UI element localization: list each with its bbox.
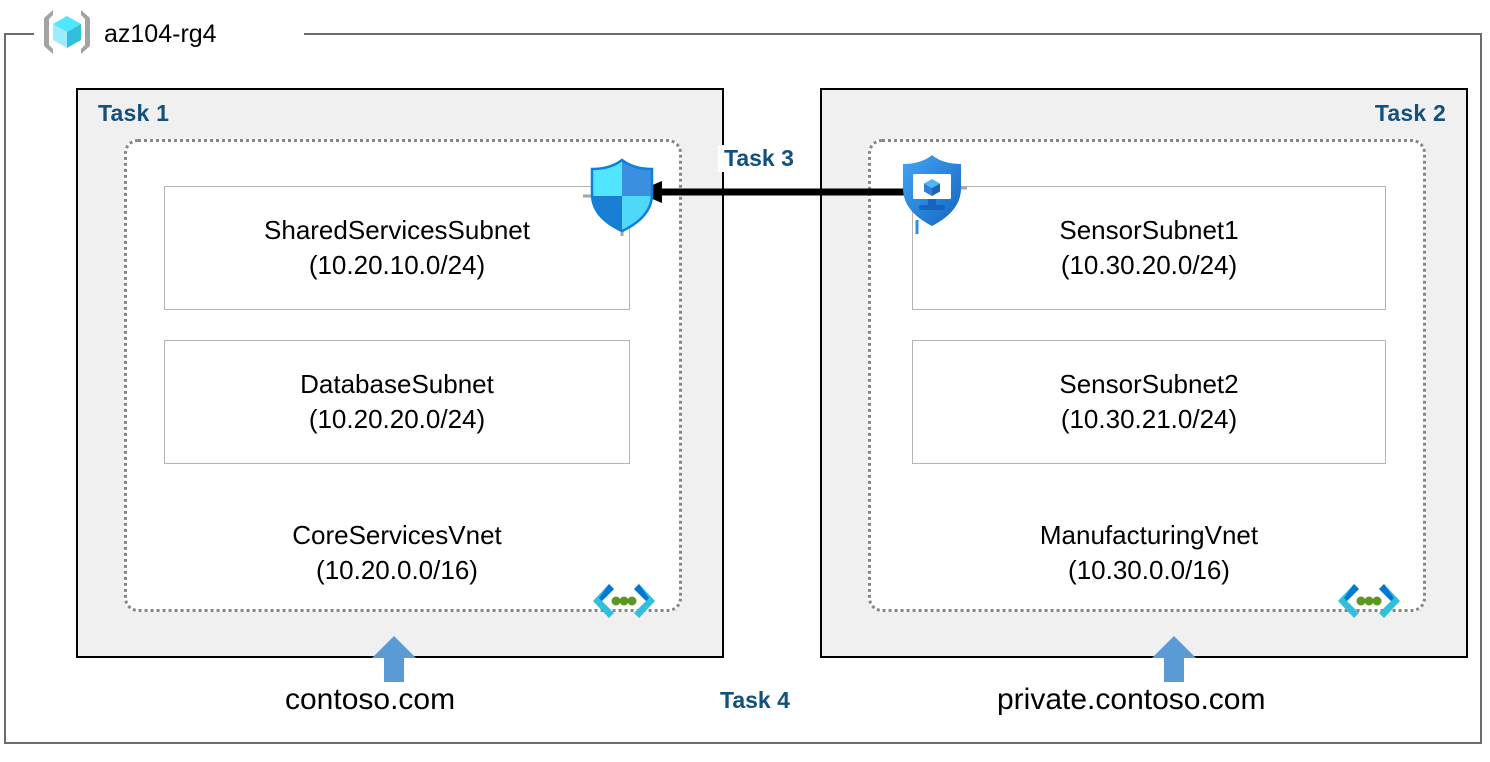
resource-group-frame [4,33,1482,744]
resource-group-name: az104-rg4 [104,19,217,48]
subnet-sensor1: SensorSubnet1 (10.30.20.0/24) [912,186,1386,310]
vnet-cidr: (10.30.0.0/16) [1068,554,1230,585]
subnet-cidr: (10.20.10.0/24) [308,250,486,280]
subnet-database: DatabaseSubnet (10.20.20.0/24) [164,340,630,464]
network-security-group-shield-icon [583,156,661,236]
task-2-label: Task 2 [1374,100,1446,126]
task-3-label: Task 3 [718,145,800,172]
task-4-label: Task 4 [720,687,790,713]
subnet-cidr: (10.20.20.0/24) [308,404,486,434]
resource-group-label: az104-rg4 [40,8,217,60]
vnet-caption-coreservices: CoreServicesVnet (10.20.0.0/16) [164,518,630,587]
subnet-sensor2: SensorSubnet2 (10.30.21.0/24) [912,340,1386,464]
subnet-name: DatabaseSubnet [300,369,494,400]
subnet-name: SensorSubnet2 [1059,369,1239,400]
vnet-name: CoreServicesVnet [292,520,502,550]
task-1-label: Task 1 [98,100,170,126]
vnet-caption-manufacturing: ManufacturingVnet (10.30.0.0/16) [912,518,1386,587]
subnet-sharedservices: SharedServicesSubnet (10.20.10.0/24) [164,186,630,310]
vnet-name: ManufacturingVnet [1039,520,1259,550]
task-3-connector-arrow [636,172,916,212]
azure-resource-group-icon [40,7,94,62]
dns-zone-private-contoso: private.contoso.com [997,683,1266,716]
azure-virtual-network-icon [592,580,656,626]
dns-zone-contoso: contoso.com [285,683,456,716]
azure-virtual-network-icon [1337,580,1401,626]
dns-link-arrow-right [1152,636,1196,682]
subnet-cidr: (10.30.20.0/24) [1060,250,1238,280]
dns-link-arrow-left [372,636,416,682]
vnet-cidr: (10.20.0.0/16) [316,554,478,585]
subnet-name: SensorSubnet1 [1059,215,1239,246]
azure-bastion-shield-monitor-icon [897,152,967,234]
subnet-cidr: (10.30.21.0/24) [1060,404,1238,434]
subnet-name: SharedServicesSubnet [264,215,530,246]
